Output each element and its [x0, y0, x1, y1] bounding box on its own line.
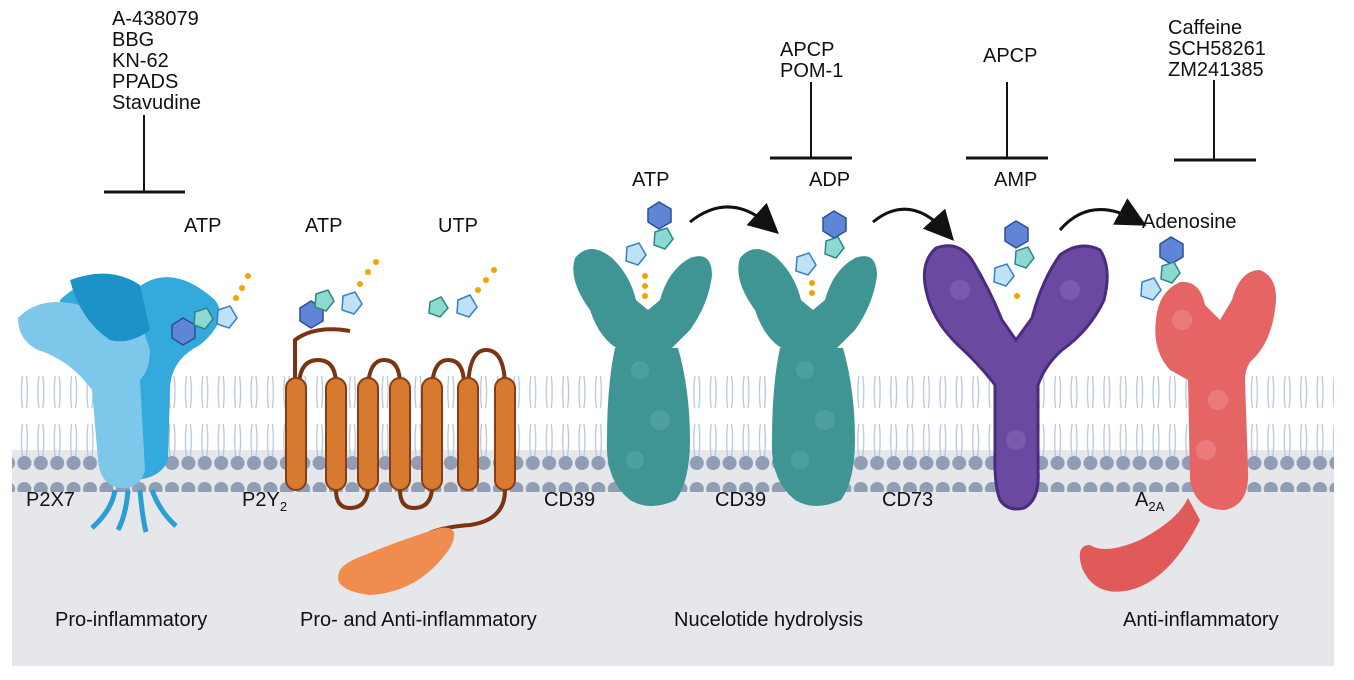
ligand-atp-cd39: ATP [632, 169, 669, 191]
cd39-enzyme-1 [573, 249, 712, 506]
caption-anti-inflammatory: Anti-inflammatory [1123, 609, 1279, 631]
adp-molecule [795, 210, 847, 296]
a2a-subscript: 2A [1148, 499, 1164, 514]
hydrolysis-arrow-atp-adp [689, 202, 779, 235]
p2y2-subscript: 2 [280, 499, 287, 514]
label-a2a: A2A [1135, 489, 1165, 514]
ligand-adenosine: Adenosine [1142, 211, 1237, 233]
ligand-adp: ADP [809, 169, 850, 191]
label-p2y2: P2Y2 [242, 489, 287, 514]
hydrolysis-arrow-amp-adenosine [1058, 198, 1147, 231]
p2x7-inhibitor-3: KN-62 [112, 50, 169, 72]
ligand-atp-p2y2: ATP [305, 215, 342, 237]
adp-inhibitor-2: POM-1 [780, 60, 843, 82]
amp-inhibitor-1: APCP [983, 45, 1037, 67]
p2x7-inhibitor-5: Stavudine [112, 92, 201, 114]
ligand-atp-p2x7: ATP [184, 215, 221, 237]
adenosine-molecule [1140, 236, 1184, 301]
p2y2-receptor [285, 327, 516, 595]
label-cd39-2: CD39 [715, 489, 766, 511]
a2a-inhibitor-3: ZM241385 [1168, 59, 1264, 81]
atp-molecule [171, 273, 251, 346]
a2a-inhibitor-group: Caffeine SCH58261 ZM241385 [1168, 17, 1266, 162]
p2x7-inhibitor-2: BBG [112, 29, 154, 51]
ligand-utp-p2y2: UTP [438, 215, 478, 237]
adp-inhibitor-group: APCP POM-1 [770, 39, 852, 160]
caption-nucleotide-hydrolysis: Nucelotide hydrolysis [674, 609, 863, 631]
ligand-amp: AMP [994, 169, 1037, 191]
atp-molecule [299, 259, 379, 329]
caption-pro-and-anti-inflammatory: Pro- and Anti-inflammatory [300, 609, 537, 631]
p2x7-inhibitor-group: A-438079 BBG KN-62 PPADS Stavudine [104, 8, 201, 194]
adp-inhibitor-1: APCP [780, 39, 834, 61]
a2a-inhibitor-2: SCH58261 [1168, 38, 1266, 60]
caption-pro-inflammatory: Pro-inflammatory [55, 609, 207, 631]
amp-inhibitor-group: APCP [966, 45, 1048, 160]
a2a-receptor [1079, 270, 1276, 592]
p2x7-inhibitor-1: A-438079 [112, 8, 199, 30]
hydrolysis-arrow-adp-amp [872, 207, 955, 241]
utp-molecule [428, 267, 497, 318]
label-cd39-1: CD39 [544, 489, 595, 511]
a2a-inhibitor-1: Caffeine [1168, 17, 1242, 39]
cd73-enzyme [922, 244, 1109, 511]
label-p2x7: P2X7 [26, 489, 75, 511]
label-cd73: CD73 [882, 489, 933, 511]
atp-molecule [625, 201, 674, 299]
amp-molecule [993, 220, 1035, 299]
cd39-enzyme-2 [738, 249, 877, 506]
p2x7-inhibitor-4: PPADS [112, 71, 178, 93]
